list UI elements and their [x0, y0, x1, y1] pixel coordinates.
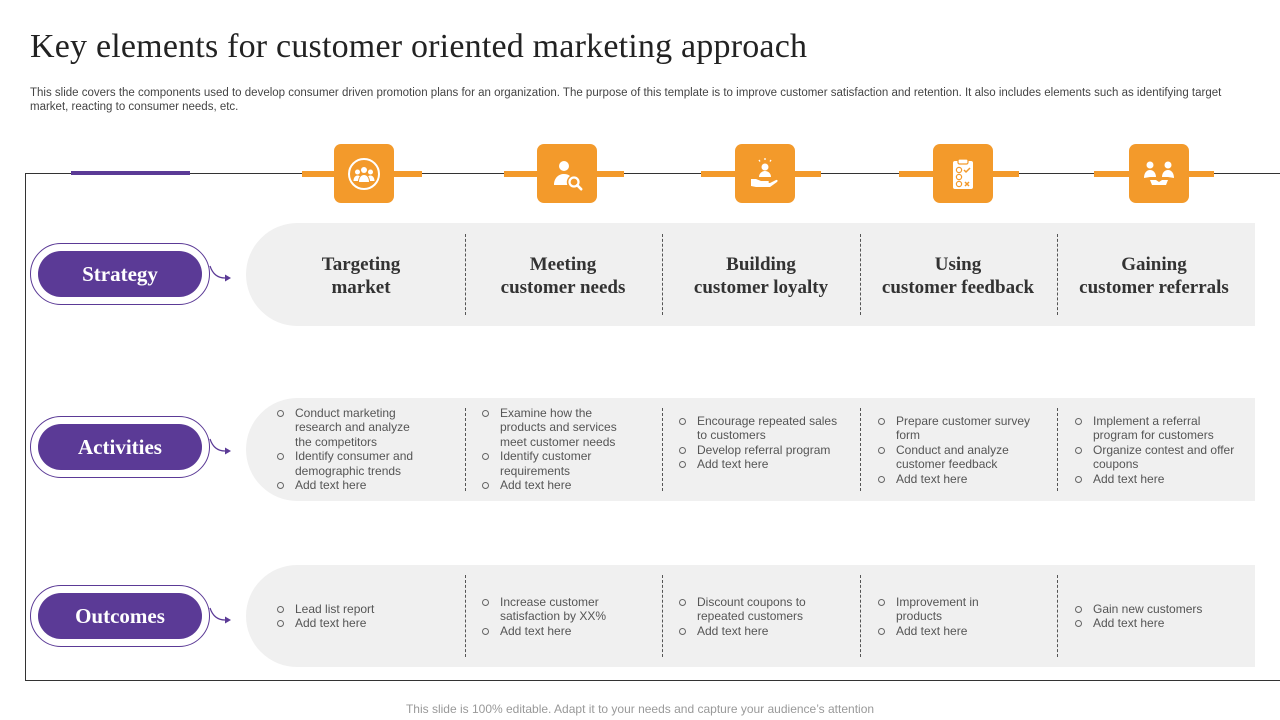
list-item: Conduct and analyze customer feedback [877, 443, 1042, 472]
list-item: Gain new customers [1074, 602, 1234, 616]
hand-person-icon [735, 144, 795, 203]
list-item: Encourage repeated sales to customers [678, 414, 838, 443]
column-divider [662, 234, 663, 315]
list-item: Add text here [877, 472, 1042, 486]
outcomes-band [246, 565, 1255, 667]
outcomes-list: Increase customer satisfaction by XX% Ad… [481, 595, 621, 638]
list-item: Examine how the products and services me… [481, 406, 636, 449]
activities-list: Encourage repeated sales to customers De… [678, 414, 838, 472]
activities-list: Implement a referral program for custome… [1074, 414, 1239, 486]
activities-list: Prepare customer survey form Conduct and… [877, 414, 1042, 486]
list-item: Add text here [678, 624, 823, 638]
strategy-pill-ring [30, 243, 210, 305]
outcomes-list: Gain new customers Add text here [1074, 602, 1234, 631]
outcomes-pill-ring [30, 585, 210, 647]
list-item: Lead list report [276, 602, 426, 616]
activities-band [246, 398, 1255, 501]
list-item: Discount coupons to repeated customers [678, 595, 823, 624]
strategy-connector-arrow [209, 265, 231, 282]
column-divider [1057, 575, 1058, 657]
column-divider [860, 408, 861, 491]
outcomes-list: Improvement in products Add text here [877, 595, 987, 638]
list-item: Develop referral program [678, 443, 838, 457]
column-divider [1057, 408, 1058, 491]
list-item: Implement a referral program for custome… [1074, 414, 1239, 443]
column-divider [662, 575, 663, 657]
outcomes-list: Lead list report Add text here [276, 602, 426, 631]
list-item: Add text here [1074, 616, 1234, 630]
list-item: Add text here [678, 457, 838, 471]
list-item: Prepare customer survey form [877, 414, 1042, 443]
column-divider [465, 575, 466, 657]
list-item: Organize contest and offer coupons [1074, 443, 1239, 472]
content-frame [25, 173, 1280, 681]
team-circle-icon [334, 144, 394, 203]
list-item: Add text here [877, 624, 987, 638]
activities-pill-ring [30, 416, 210, 478]
list-item: Identify customer requirements [481, 449, 636, 478]
footer-note: This slide is 100% editable. Adapt it to… [405, 702, 875, 716]
list-item: Add text here [1074, 472, 1239, 486]
outcomes-connector-arrow [209, 607, 231, 624]
column-divider [465, 234, 466, 315]
column-divider [1057, 234, 1058, 315]
list-item: Add text here [481, 624, 621, 638]
activities-list: Examine how the products and services me… [481, 406, 636, 492]
person-search-icon [537, 144, 597, 203]
column-divider [860, 234, 861, 315]
list-item: Identify consumer and demographic trends [276, 449, 426, 478]
list-item: Improvement in products [877, 595, 987, 624]
activities-connector-arrow [209, 438, 231, 455]
feedback-clipboard-icon [933, 144, 993, 203]
outcomes-label: Outcomes [38, 593, 202, 639]
list-item: Conduct marketing research and analyze t… [276, 406, 426, 449]
list-item: Increase customer satisfaction by XX% [481, 595, 621, 624]
column-divider [662, 408, 663, 491]
activities-label: Activities [38, 424, 202, 470]
column-divider [465, 408, 466, 491]
strategy-band [246, 223, 1255, 326]
list-item: Add text here [276, 478, 426, 492]
accent-bar [71, 171, 190, 175]
list-item: Add text here [481, 478, 636, 492]
page-subtitle: This slide covers the components used to… [30, 87, 1222, 113]
strategy-label: Strategy [38, 251, 202, 297]
handshake-people-icon [1129, 144, 1189, 203]
outcomes-list: Discount coupons to repeated customers A… [678, 595, 823, 638]
list-item: Add text here [276, 616, 426, 630]
column-divider [860, 575, 861, 657]
page-title: Key elements for customer oriented marke… [30, 28, 808, 65]
activities-list: Conduct marketing research and analyze t… [276, 406, 426, 492]
